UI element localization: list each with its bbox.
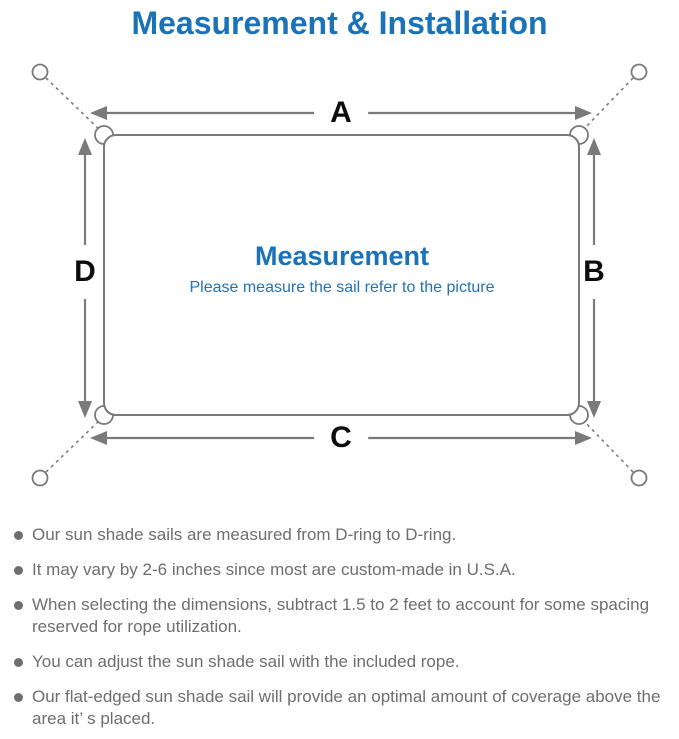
list-item: Our flat-edged sun shade sail will provi…	[14, 686, 665, 730]
list-item: Our sun shade sails are measured from D-…	[14, 524, 665, 546]
dimension-label-d: D	[71, 245, 99, 299]
diagram-center-text: Measurement Please measure the sail refe…	[132, 241, 552, 297]
bullet-icon	[14, 601, 23, 610]
list-item: You can adjust the sun shade sail with t…	[14, 651, 665, 673]
note-text: Our flat-edged sun shade sail will provi…	[32, 687, 661, 728]
bullet-icon	[14, 693, 23, 702]
anchor-rope-lines	[45, 77, 634, 473]
sail-outline	[103, 134, 580, 416]
bullet-icon	[14, 566, 23, 575]
dimension-label-b: B	[580, 245, 608, 299]
note-text: When selecting the dimensions, subtract …	[32, 595, 650, 636]
measurement-diagram: A B C D Measurement Please measure the s…	[0, 55, 679, 510]
list-item: When selecting the dimensions, subtract …	[14, 594, 665, 638]
diagram-heading: Measurement	[254, 241, 430, 271]
list-item: It may vary by 2-6 inches since most are…	[14, 559, 665, 581]
anchor-point-icons	[31, 63, 648, 487]
note-text: It may vary by 2-6 inches since most are…	[32, 560, 516, 579]
bullet-icon	[14, 531, 23, 540]
note-text: You can adjust the sun shade sail with t…	[32, 652, 460, 671]
page-title: Measurement & Installation	[131, 5, 548, 41]
bullet-icon	[14, 658, 23, 667]
dimension-label-c: C	[314, 423, 368, 453]
dimension-label-a: A	[314, 98, 368, 128]
note-text: Our sun shade sails are measured from D-…	[32, 525, 457, 544]
notes-list: Our sun shade sails are measured from D-…	[0, 524, 679, 730]
diagram-subheading: Please measure the sail refer to the pic…	[189, 279, 495, 296]
